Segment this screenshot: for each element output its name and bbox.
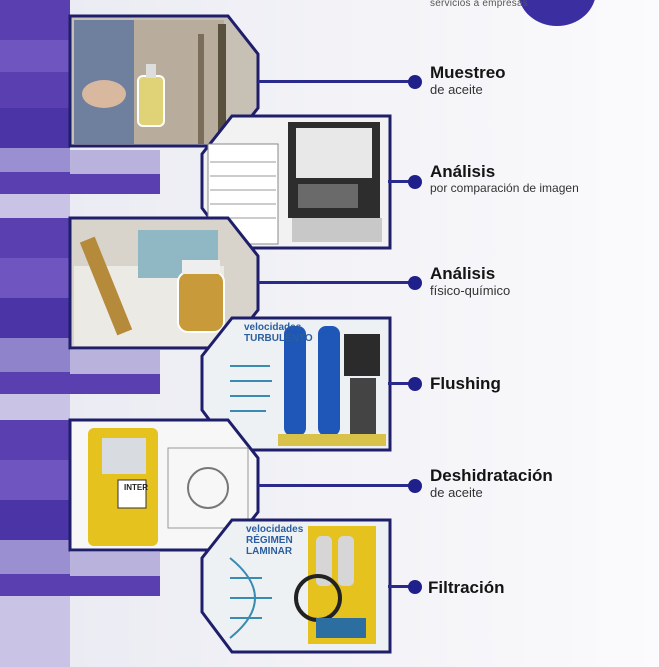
stripe [0, 258, 70, 298]
connector-band [0, 172, 160, 194]
stripe [0, 298, 70, 338]
company-logo [518, 0, 596, 26]
stripe [0, 108, 70, 148]
photo-caption: velocidades RÉGIMEN LAMINAR [246, 524, 304, 557]
stripe [0, 540, 70, 574]
service-subtitle: por comparación de imagen [430, 181, 579, 195]
service-title: Análisis [430, 162, 496, 181]
stripe [0, 72, 70, 108]
connector-line [258, 80, 414, 83]
bullet-dot [408, 175, 422, 189]
connector-line [258, 281, 414, 284]
connector-band [0, 574, 160, 596]
connector-band-light [70, 350, 160, 374]
stripe [0, 500, 70, 540]
bullet-dot [408, 377, 422, 391]
service-panel-analisis-fisico [68, 216, 260, 350]
photo-caption: INTER [124, 483, 148, 492]
service-label: Deshidratación de aceite [430, 466, 553, 500]
service-title: Filtración [428, 578, 505, 597]
stripe [0, 218, 70, 258]
connector-line [388, 382, 414, 385]
bullet-dot [408, 276, 422, 290]
stripe [0, 338, 70, 372]
service-subtitle: de aceite [430, 82, 483, 97]
service-title: Flushing [430, 374, 501, 393]
service-label: Análisis por comparación de imagen [430, 162, 579, 196]
service-subtitle: físico-químico [430, 283, 511, 298]
service-panel-filtracion [200, 518, 392, 654]
bullet-dot [408, 479, 422, 493]
service-panel-deshidratacion [68, 418, 260, 552]
service-label: Flushing [430, 374, 501, 393]
service-panel-muestreo [68, 14, 260, 148]
stripe [0, 460, 70, 500]
connector-line [388, 180, 414, 183]
connector-band-light [70, 150, 160, 174]
service-title: Deshidratación [430, 466, 553, 485]
service-label: Filtración [428, 578, 505, 597]
service-title: Muestreo [430, 63, 506, 82]
service-subtitle: de aceite [430, 485, 483, 500]
stripe [0, 0, 70, 40]
left-stripes [0, 0, 70, 667]
connector-band-light [70, 552, 160, 576]
service-label: Muestreo de aceite [430, 63, 506, 97]
photo-caption: velocidades TURBULENTO [244, 322, 313, 344]
service-title: Análisis [430, 264, 496, 283]
stripe [0, 420, 70, 460]
brand-tagline: servicios a empresas [430, 0, 528, 9]
stripe [0, 40, 70, 72]
bullet-dot [408, 75, 422, 89]
stripe [0, 148, 70, 172]
service-label: Análisis físico-químico [430, 264, 510, 298]
connector-band [0, 372, 160, 394]
connector-line [258, 484, 414, 487]
connector-line [388, 585, 414, 588]
bullet-dot [408, 580, 422, 594]
service-panel-analisis-imagen [200, 114, 392, 250]
